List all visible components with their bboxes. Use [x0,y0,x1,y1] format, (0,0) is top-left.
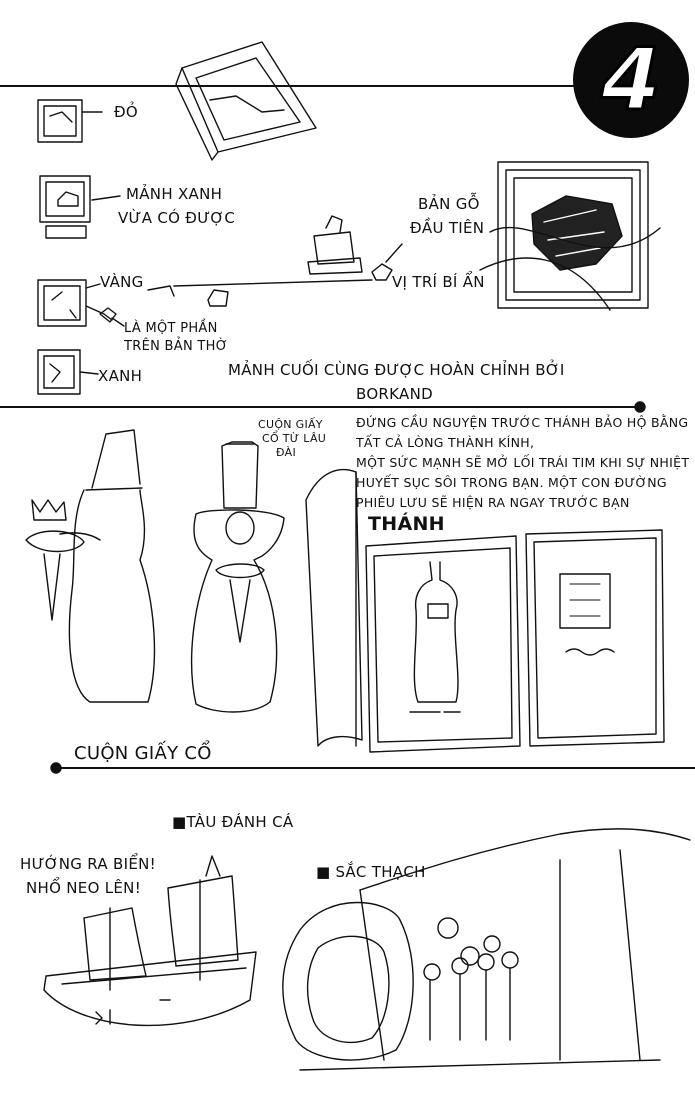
divider-dot [50,762,62,774]
section-title-ancient-scroll: CUỘN GIẤY CỔ [74,743,212,764]
page-number-badge: 4 [573,22,689,138]
caption-line1: MẢNH CUỐI CÙNG ĐƯỢC HOÀN CHỈNH BỞI [228,361,565,379]
scroll-note-line3: ĐÀI [276,446,296,459]
wooden-tablet-sketch [479,161,661,311]
prayer-line1: ĐỨNG CẦU NGUYỆN TRƯỚC THÁNH BẢO HỘ BẰNG [356,415,689,430]
scroll-note-line2: CỔ TỪ LÂU [262,432,327,445]
caption-line2: BORKAND [356,385,433,403]
prayer-line5: PHIÊU LƯU SẼ HIỆN RA NGAY TRƯỚC BẠN [356,495,630,510]
frame-piece-sketch [175,41,317,161]
label-first-tablet-line2: ĐẦU TIÊN [410,219,485,237]
label-blue-new-line1: MẢNH XANH [126,185,223,203]
shout-line2: NHỔ NEO LÊN! [26,879,142,897]
label-sacred-stone: ■ SẮC THẠCH [316,863,426,881]
sacred-stone-cave-sketch [282,828,691,1071]
prayer-line3: MỘT SỨC MẠNH SẼ MỞ LỐI TRÁI TIM KHI SỰ N… [356,455,690,470]
tile-red-sketch [37,99,103,143]
label-blue: XANH [98,367,143,385]
statue-front-sketch [190,441,285,713]
page-number: 4 [600,29,663,132]
shout-line1: HƯỚNG RA BIỂN! [20,855,156,873]
tile-blue-new-sketch [39,175,121,239]
prayer-line2: TẤT CẢ LÒNG THÀNH KÍNH, [356,435,535,450]
tile-yellow-sketch [37,279,125,327]
scroll-note-line1: CUỘN GIẤY [258,418,323,431]
prayer-line4: HUYẾT SỤC SÔI TRONG BẠN. MỘT CON ĐƯỜNG [356,475,667,490]
book-word: THÁNH [368,513,445,535]
label-mystery-spot: VỊ TRÍ BÍ ẨN [392,273,485,291]
divider-lines [0,85,695,769]
divider-dot [634,401,646,413]
label-blue-new-line2: VỪA CÓ ĐƯỢC [118,209,236,227]
fishing-boat-sketch [43,855,257,1027]
label-altar-part-line1: LÀ MỘT PHẦN [124,321,218,336]
open-book-sketch [305,468,665,753]
statue-side-sketch [25,429,156,703]
label-red: ĐỎ [114,103,139,121]
tile-blue-sketch [37,349,99,395]
label-first-tablet-line1: BẢN GỖ [418,195,480,213]
altar-path-sketch [147,215,403,307]
label-yellow: VÀNG [100,273,144,291]
label-altar-part-line2: TRÊN BẢN THỜ [124,339,228,354]
label-fishing-boat: ■TÀU ĐÁNH CÁ [172,813,294,831]
